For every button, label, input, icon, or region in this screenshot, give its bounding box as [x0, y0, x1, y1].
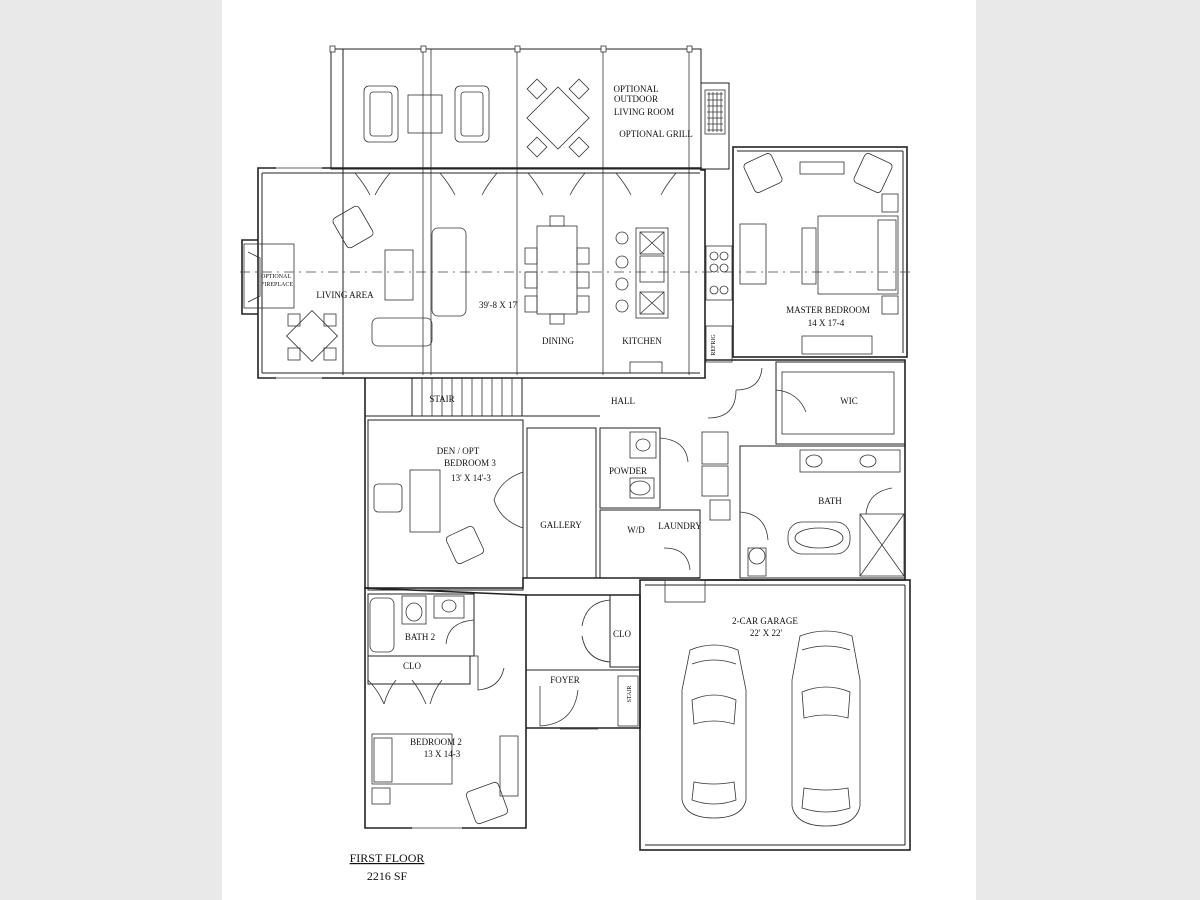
wic-label: WIC — [840, 396, 858, 406]
bath-label: BATH — [818, 496, 842, 506]
toilet-icon — [747, 547, 767, 577]
plan-title: FIRST FLOOR — [350, 851, 425, 865]
master-bedroom: MASTER BEDROOM 14 X 17-4 — [739, 153, 899, 355]
desk — [409, 469, 441, 533]
range-icon — [705, 245, 733, 301]
walk-in-closet — [775, 361, 906, 445]
den-label-2: BEDROOM 3 — [444, 458, 496, 468]
hall-area: STAIR HALL WIC — [365, 361, 906, 445]
optional-grill-label: OPTIONAL GRILL — [619, 129, 692, 139]
bedroom-2: CLO BEDROOM 2 13 X 14-3 — [367, 655, 519, 830]
outdoor-dining-set — [526, 78, 590, 158]
grill-counter — [700, 82, 730, 170]
powder-room — [599, 427, 661, 509]
toilet-icon — [401, 595, 427, 625]
stair-small-label: STAIR — [627, 686, 633, 703]
den-bedroom-3: DEN / OPT BEDROOM 3 13' X 14'-3 — [367, 419, 524, 591]
great-room: REFRIG OPTIONAL FIREPLACE LIVING AREA 39… — [261, 172, 733, 374]
dresser-low — [801, 335, 873, 355]
sofa-small — [371, 317, 433, 347]
den-size-label: 13' X 14'-3 — [451, 473, 491, 483]
bed — [817, 215, 899, 295]
armchair — [465, 781, 509, 825]
car-icon — [681, 644, 747, 819]
master-bedroom-size-label: 14 X 17-4 — [808, 318, 845, 328]
armchair — [373, 483, 403, 513]
master-bedroom-label: MASTER BEDROOM — [786, 305, 870, 315]
clo-label: CLO — [613, 629, 632, 639]
grill-icon — [704, 89, 726, 135]
laundry-sink — [709, 499, 731, 521]
tv-console — [799, 161, 845, 175]
bench — [801, 227, 817, 285]
dresser — [739, 223, 767, 285]
living-table-set — [285, 309, 339, 363]
kitchen-island — [615, 227, 669, 319]
armchair — [445, 525, 485, 565]
outdoor-living-label-2: OUTDOOR — [614, 94, 658, 104]
outdoor-living-room: OPTIONAL OUTDOOR LIVING ROOM OPTIONAL GR… — [329, 45, 730, 375]
living-area-label: LIVING AREA — [316, 290, 374, 300]
car-icon — [791, 630, 861, 827]
stair-label: STAIR — [429, 394, 454, 404]
small-stair — [617, 675, 639, 727]
coffee-table — [384, 249, 414, 301]
wd-label: W/D — [627, 525, 645, 535]
powder-label: POWDER — [609, 466, 647, 476]
clo2-label: CLO — [403, 661, 422, 671]
dining-table-set — [524, 215, 590, 325]
powder-laundry: POWDER W/D LAUNDRY — [599, 427, 731, 603]
sink-icon — [629, 431, 657, 459]
hall-label: HALL — [611, 396, 635, 406]
outdoor-living-label-1: OPTIONAL — [614, 84, 659, 94]
garage-size-label: 22' X 22' — [750, 628, 783, 638]
sink-icon — [433, 595, 465, 619]
laundry-label: LAUNDRY — [658, 521, 702, 531]
laundry-room — [599, 509, 701, 579]
outdoor-sofa-right — [454, 85, 490, 143]
bathtub-icon — [787, 521, 851, 555]
bedroom2-size-label: 13 X 14-3 — [424, 749, 461, 759]
dresser — [499, 735, 519, 797]
bed — [371, 733, 453, 785]
bath2-label: BATH 2 — [405, 632, 435, 642]
step — [664, 579, 706, 603]
foyer: STAIR FOYER — [525, 669, 641, 730]
gallery-label: GALLERY — [540, 520, 582, 530]
outdoor-living-label-3: LIVING ROOM — [614, 107, 674, 117]
garage: 2-CAR GARAGE 22' X 22' — [681, 616, 861, 827]
vanity — [799, 449, 901, 473]
master-bath: BATH — [739, 445, 906, 579]
washer — [701, 431, 729, 465]
den-label-1: DEN / OPT — [437, 446, 480, 456]
dining-label: DINING — [542, 336, 574, 346]
optional-fireplace-label-1: OPTIONAL — [261, 274, 291, 280]
fireplace-icon — [243, 243, 295, 309]
bedroom2-label: BEDROOM 2 — [410, 737, 462, 747]
sofa — [431, 227, 467, 317]
refrig-label: REFRIG — [711, 334, 717, 356]
bath-2: BATH 2 — [367, 593, 505, 691]
closet — [367, 655, 471, 685]
gallery: GALLERY — [526, 427, 597, 579]
kitchen-counter — [629, 361, 663, 374]
armchair — [332, 205, 374, 249]
shower — [859, 513, 905, 577]
hall-closet: CLO — [581, 594, 641, 668]
outdoor-coffee-table — [407, 94, 443, 134]
kitchen-label: KITCHEN — [622, 336, 662, 346]
great-room-size-label: 39'-8 X 17 — [479, 300, 518, 310]
outdoor-sofa-left — [363, 85, 399, 143]
dryer — [701, 465, 729, 497]
armchair — [853, 153, 893, 193]
refrigerator — [705, 325, 733, 363]
armchair — [743, 153, 783, 193]
bathtub-icon — [369, 597, 395, 653]
exterior-walls — [241, 146, 911, 851]
plan-area: 2216 SF — [367, 869, 408, 883]
optional-fireplace-label-2: FIREPLACE — [261, 282, 293, 288]
garage-label: 2-CAR GARAGE — [732, 616, 798, 626]
foyer-label: FOYER — [550, 675, 580, 685]
